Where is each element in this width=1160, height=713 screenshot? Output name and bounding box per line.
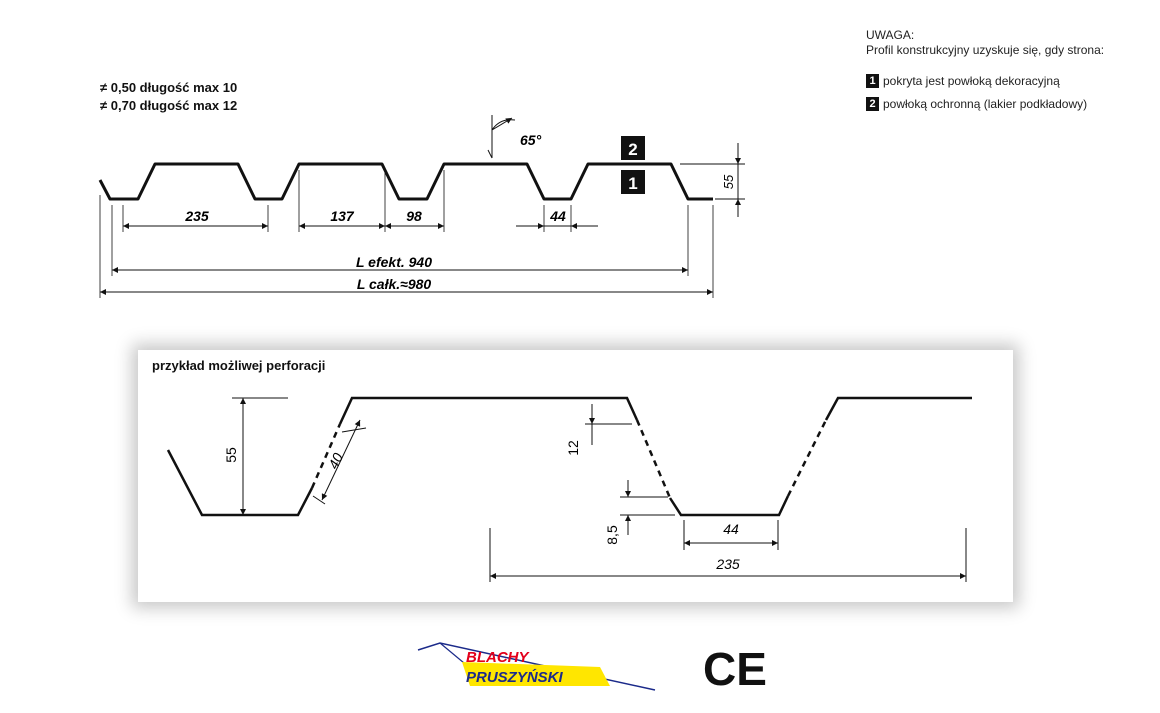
thickness-note-text: 0,50 długość max 10 — [110, 80, 238, 95]
height-label: 55 — [721, 174, 736, 189]
logo-line-2: PRUSZYŃSKI — [466, 668, 564, 686]
legend-text: powłoką ochronną (lakier podkładowy) — [883, 97, 1088, 111]
perf-bottom-label: 44 — [723, 521, 739, 537]
height-dimension — [680, 143, 745, 217]
legend-item-2: 2 powłoką ochronną (lakier podkładowy) — [866, 97, 1087, 111]
total-width-label: L całk.≈980 — [357, 276, 432, 292]
dim-98-label: 98 — [406, 208, 422, 224]
note-title: UWAGA: — [866, 28, 915, 42]
side-1-label: 1 — [628, 174, 637, 193]
extension-lines — [99, 170, 714, 298]
angle-indicator — [487, 115, 516, 159]
thickness-note-2: ≠ 0,70 długość max 12 — [100, 98, 237, 113]
perf-height-label: 55 — [223, 447, 239, 463]
dim-137-label: 137 — [330, 208, 355, 224]
trapezoid-profile-line — [98, 162, 713, 201]
dim-235-label: 235 — [184, 208, 209, 224]
dim-44-label: 44 — [549, 208, 566, 224]
perf-bottom-offset-label: 8,5 — [604, 525, 620, 545]
legend-text: pokryta jest powłoką dekoracyjną — [883, 74, 1060, 88]
effective-width-label: L efekt. 940 — [356, 254, 432, 270]
legend-item-1: 1 pokryta jest powłoką dekoracyjną — [866, 74, 1060, 88]
ce-mark: CE — [703, 643, 767, 695]
side-2-badge — [621, 136, 645, 160]
logo-line-1: BLACHY — [466, 649, 530, 666]
perf-pitch-label: 235 — [715, 556, 740, 572]
not-equal-symbol: ≠ — [100, 80, 108, 95]
note-block: UWAGA: Profil konstrukcyjny uzyskuje się… — [866, 28, 1104, 58]
perf-top-offset-label: 12 — [565, 440, 581, 456]
blachy-pruszynski-logo: BLACHY PRUSZYŃSKI — [417, 642, 656, 691]
perforation-panel — [138, 350, 1013, 602]
legend-number-badge: 1 — [866, 74, 879, 88]
legend-number-badge: 2 — [866, 97, 879, 111]
perforation-dimensions — [232, 397, 967, 582]
note-text: Profil konstrukcyjny uzyskuje się, gdy s… — [866, 43, 1105, 57]
angle-label: 65° — [520, 132, 542, 148]
side-1-badge — [621, 170, 645, 194]
thickness-note-text: 0,70 długość max 12 — [110, 98, 238, 113]
not-equal-symbol: ≠ — [100, 98, 108, 113]
perf-slant-label: 40 — [325, 450, 346, 471]
side-2-label: 2 — [628, 140, 637, 159]
perforation-profile-line — [166, 396, 972, 517]
thickness-note-1: ≠ 0,50 długość max 10 — [100, 80, 237, 95]
perforation-title: przykład możliwej perforacji — [152, 358, 326, 373]
width-dimensions — [100, 267, 713, 295]
